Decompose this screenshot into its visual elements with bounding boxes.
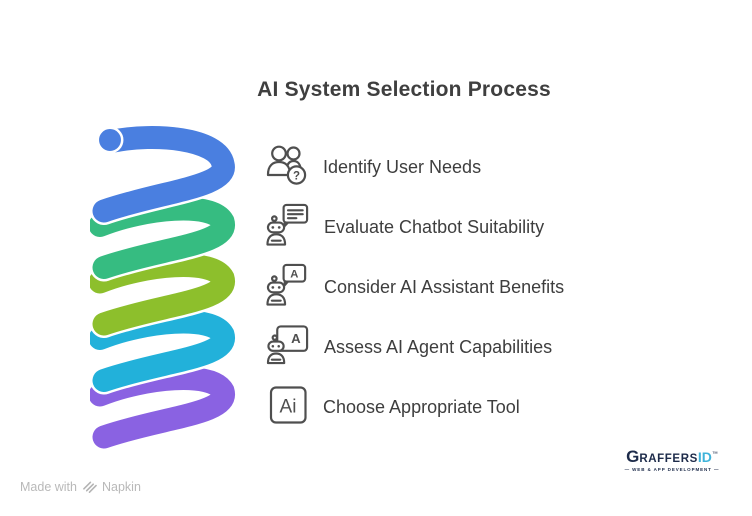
steps-list: ? Identify User Needs — [266, 137, 564, 437]
graffersid-logo: GRAFFERSID™ — WEB & APP DEVELOPMENT — — [616, 448, 728, 473]
step-label: Choose Appropriate Tool — [323, 396, 520, 417]
step-label: Assess AI Agent Capabilities — [324, 336, 553, 357]
graffersid-logo-text: GRAFFERSID™ — [616, 448, 728, 466]
chatbot-speech-icon — [266, 202, 311, 252]
svg-text:Ai: Ai — [280, 396, 297, 417]
napkin-logo-icon — [83, 481, 97, 493]
svg-text:A: A — [290, 269, 298, 281]
logo-id: ID — [697, 449, 712, 465]
logo-letter-g: G — [626, 447, 640, 466]
svg-text:A: A — [291, 331, 301, 346]
logo-trademark: ™ — [711, 451, 718, 458]
step-label: Consider AI Assistant Benefits — [324, 276, 565, 297]
step-evaluate-chatbot: Evaluate Chatbot Suitability — [266, 197, 564, 257]
assistant-speech-icon: A — [266, 262, 311, 312]
logo-word-rest: RAFFERS — [639, 453, 698, 465]
step-consider-assistant: A Consider AI Assistant Benefits — [266, 257, 564, 317]
step-assess-agent: A Assess AI Agent Capabilities — [266, 317, 564, 377]
agent-board-icon: A — [266, 322, 311, 372]
watermark-brand: Napkin — [101, 480, 141, 494]
step-identify-user-needs: ? Identify User Needs — [266, 137, 564, 197]
spiral-coil-graphic — [90, 123, 238, 451]
page-title: AI System Selection Process — [257, 78, 551, 101]
step-label: Identify User Needs — [323, 156, 482, 177]
step-label: Evaluate Chatbot Suitability — [324, 216, 545, 237]
svg-text:?: ? — [293, 170, 300, 182]
step-choose-tool: Ai Choose Appropriate Tool — [266, 377, 564, 437]
coil-end-cap — [96, 126, 124, 154]
ai-box-icon: Ai — [266, 383, 310, 432]
watermark-prefix: Made with — [20, 480, 77, 494]
napkin-watermark: Made with Napkin — [20, 480, 141, 494]
logo-tagline: — WEB & APP DEVELOPMENT — — [624, 467, 720, 472]
coil-loop-1 — [92, 126, 235, 223]
users-question-icon: ? — [266, 143, 310, 192]
